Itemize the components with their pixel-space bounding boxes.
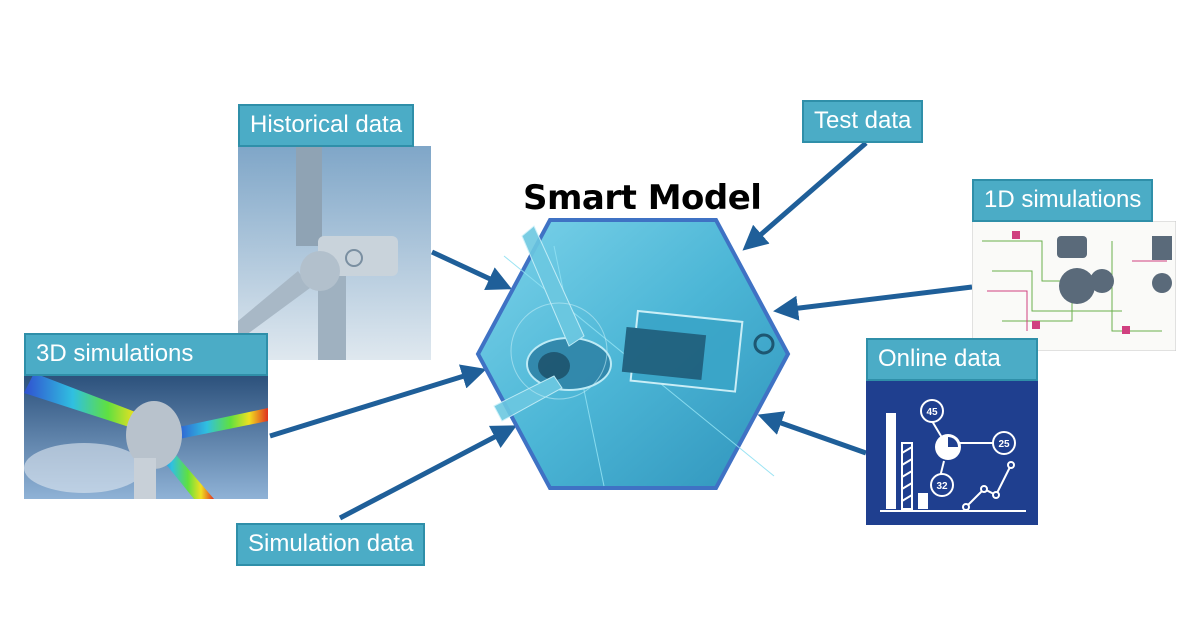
online-bar-1 xyxy=(886,413,896,509)
online-node-1 xyxy=(920,399,944,423)
smart-model-title: Smart Model xyxy=(523,178,762,218)
label-3d-simulations: 3D simulations xyxy=(24,333,268,376)
label-test-data: Test data xyxy=(802,100,924,143)
online-bar-3 xyxy=(918,493,928,509)
smart-model-hexagon xyxy=(475,218,791,490)
online-bar-2 xyxy=(901,442,913,510)
online-data-chart: 45 25 32 xyxy=(866,381,1038,525)
online-value-3: 32 xyxy=(936,481,948,492)
label-simulation-data: Simulation data xyxy=(236,523,426,566)
historical-turbine-photo xyxy=(238,146,431,360)
online-node-3 xyxy=(930,473,954,497)
online-value-1: 45 xyxy=(926,407,938,418)
online-node-2 xyxy=(992,431,1016,455)
label-historical-data: Historical data xyxy=(238,104,415,147)
online-value-2: 25 xyxy=(998,439,1010,450)
arrow-3d xyxy=(269,364,487,439)
label-1d-simulations: 1D simulations xyxy=(972,179,1154,222)
arrow-1d xyxy=(773,284,973,321)
3d-simulation-image xyxy=(24,373,268,499)
ge-logo xyxy=(345,249,363,267)
label-online-data: Online data xyxy=(866,338,1038,381)
online-line-series xyxy=(965,464,1012,508)
1d-simulation-schematic xyxy=(972,221,1176,351)
